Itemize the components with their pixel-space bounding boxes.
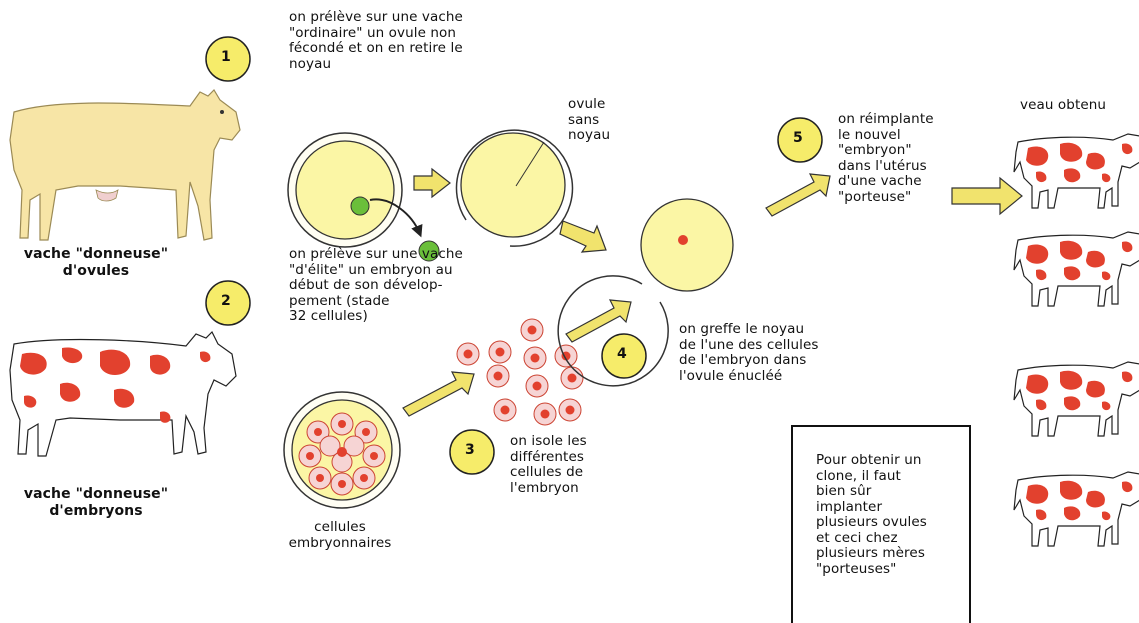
label-veau-obtenu: veau obtenu: [1020, 98, 1106, 114]
step-1-text: on prélève sur une vache "ordinaire" un …: [289, 10, 463, 72]
step-3-number: 3: [465, 443, 475, 459]
step-5-number: 5: [793, 131, 803, 147]
calf-4: [1014, 472, 1139, 546]
embryo-32-cells: [284, 392, 400, 508]
calf-1: [1014, 134, 1139, 208]
step-4-text: on greffe le noyau de l'une des cellules…: [679, 322, 819, 384]
donor-cow-embryons: [10, 332, 236, 456]
calf-2: [1014, 232, 1139, 306]
step-2-number: 2: [221, 294, 231, 310]
ovum-without-nucleus: [456, 130, 572, 246]
step-3-text: on isole les différentes cellules de l'e…: [510, 434, 587, 496]
label-donor-ovules: vache "donneuse" d'ovules: [4, 246, 188, 280]
step-5-text: on réimplante le nouvel "embryon" dans l…: [838, 112, 934, 205]
note-text: Pour obtenir un clone, il faut bien sûr …: [816, 453, 927, 577]
label-ovule-sans-noyau: ovule sans noyau: [568, 97, 610, 144]
step-1-number: 1: [221, 50, 231, 66]
isolated-cells: [457, 319, 583, 425]
label-cellules-embryonnaires: cellules embryonnaires: [272, 520, 408, 551]
calf-3: [1014, 362, 1139, 436]
label-donor-embryons: vache "donneuse" d'embryons: [4, 486, 188, 520]
ovum-with-nucleus: [288, 133, 439, 261]
donor-cow-ovules: [10, 90, 240, 240]
step-4-number: 4: [617, 347, 627, 363]
step-2-text: on prélève sur une vache "d'élite" un em…: [289, 247, 463, 325]
